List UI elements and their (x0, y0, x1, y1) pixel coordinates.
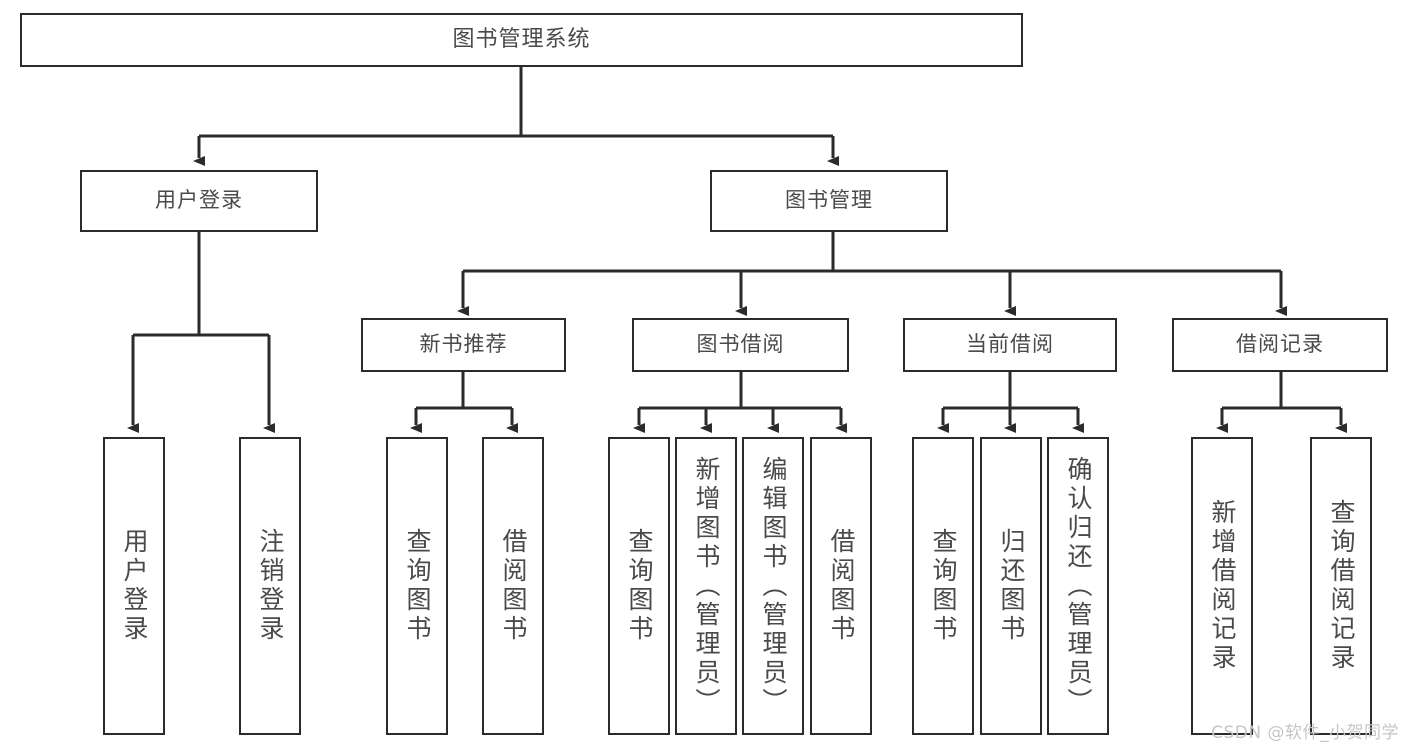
node-label: 新增借阅记录 (1208, 499, 1237, 673)
leaf-edit-book[interactable]: 编辑图书（管理员） (742, 437, 804, 735)
leaf-confirm-return[interactable]: 确认归还（管理员） (1047, 437, 1109, 735)
node-current-borrow[interactable]: 当前借阅 (903, 318, 1117, 372)
node-label: 图书借阅 (696, 332, 785, 357)
leaf-query-record[interactable]: 查询借阅记录 (1310, 437, 1372, 735)
watermark: CSDN @软件_小贺同学 (1211, 723, 1399, 743)
leaf-query-book-3[interactable]: 查询图书 (912, 437, 974, 735)
node-label: 用户登录 (120, 528, 149, 644)
node-label: 归还图书 (997, 528, 1026, 644)
node-label: 编辑图书（管理员） (759, 455, 788, 717)
node-label: 借阅图书 (827, 528, 856, 644)
node-user-login[interactable]: 用户登录 (80, 170, 318, 232)
node-label: 查询借阅记录 (1327, 499, 1356, 673)
leaf-add-book[interactable]: 新增图书（管理员） (675, 437, 737, 735)
node-label: 用户登录 (155, 188, 243, 213)
node-label: 注销登录 (256, 528, 285, 644)
node-label: 借阅记录 (1236, 332, 1324, 357)
node-root-book-management-system[interactable]: 图书管理系统 (20, 13, 1023, 67)
node-label: 新增图书（管理员） (692, 455, 721, 717)
node-label: 新书推荐 (419, 332, 508, 357)
node-label: 查询图书 (403, 528, 432, 644)
leaf-return-book[interactable]: 归还图书 (980, 437, 1042, 735)
leaf-borrow-book-2[interactable]: 借阅图书 (810, 437, 872, 735)
leaf-logout[interactable]: 注销登录 (239, 437, 301, 735)
leaf-borrow-book-1[interactable]: 借阅图书 (482, 437, 544, 735)
node-label: 确认归还（管理员） (1064, 455, 1093, 717)
node-label: 当前借阅 (966, 332, 1054, 357)
node-borrow-record[interactable]: 借阅记录 (1172, 318, 1388, 372)
node-label: 图书管理系统 (452, 26, 591, 52)
node-label: 查询图书 (625, 528, 654, 644)
leaf-query-book-1[interactable]: 查询图书 (386, 437, 448, 735)
leaf-add-record[interactable]: 新增借阅记录 (1191, 437, 1253, 735)
node-book-manage[interactable]: 图书管理 (710, 170, 948, 232)
node-book-borrow[interactable]: 图书借阅 (632, 318, 849, 372)
leaf-query-book-2[interactable]: 查询图书 (608, 437, 670, 735)
leaf-user-login[interactable]: 用户登录 (103, 437, 165, 735)
node-new-book-recommend[interactable]: 新书推荐 (361, 318, 566, 372)
node-label: 查询图书 (929, 528, 958, 644)
node-label: 图书管理 (785, 188, 873, 213)
node-label: 借阅图书 (499, 528, 528, 644)
